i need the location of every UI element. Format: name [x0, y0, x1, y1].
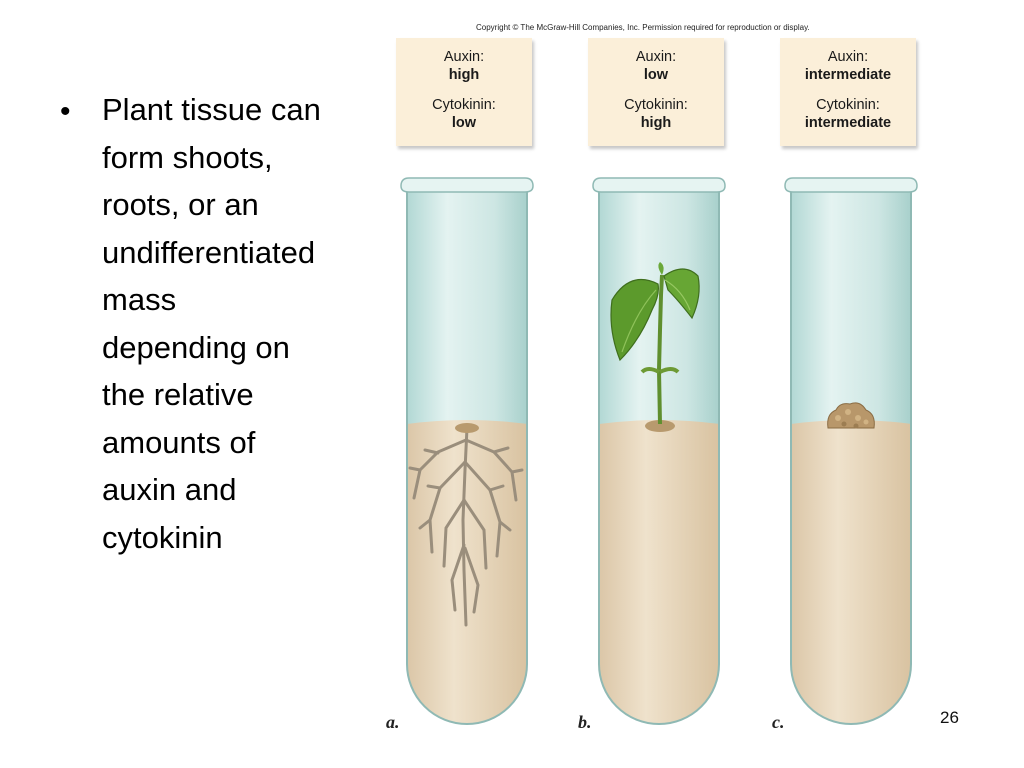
auxin-label: Auxin:	[635, 49, 677, 65]
test-tube-b	[592, 177, 726, 725]
panel-letter-c: c.	[772, 712, 785, 732]
cytokinin-value: intermediate	[804, 115, 892, 131]
bullet-text: Plant tissue can form shoots, roots, or …	[102, 92, 321, 555]
auxin-value: intermediate	[804, 67, 892, 83]
cytokinin-value: high	[640, 115, 672, 131]
cytokinin-label: Cytokinin:	[432, 97, 496, 113]
auxin-value: low	[643, 67, 669, 83]
bullet-marker: •	[60, 95, 71, 128]
cytokinin-value: low	[451, 115, 477, 131]
page-number: 26	[940, 708, 959, 727]
cytokinin-label: Cytokinin:	[816, 97, 880, 113]
label-card-b: Auxin: low Cytokinin: high	[588, 38, 724, 146]
auxin-value: high	[448, 67, 480, 83]
shoot-seedling	[610, 262, 700, 425]
auxin-label: Auxin:	[443, 49, 485, 65]
callus-mass	[827, 402, 875, 429]
auxin-label: Auxin:	[827, 49, 869, 65]
root-system	[408, 426, 524, 627]
panel-letter-a: a.	[386, 712, 400, 732]
test-tube-c	[784, 177, 918, 725]
cytokinin-label: Cytokinin:	[624, 97, 688, 113]
label-card-c: Auxin: intermediate Cytokinin: intermedi…	[780, 38, 916, 146]
label-card-a: Auxin: high Cytokinin: low	[396, 38, 532, 146]
copyright-notice: Copyright © The McGraw-Hill Companies, I…	[476, 23, 810, 32]
test-tube-a	[400, 177, 534, 725]
panel-letter-b: b.	[578, 712, 592, 732]
